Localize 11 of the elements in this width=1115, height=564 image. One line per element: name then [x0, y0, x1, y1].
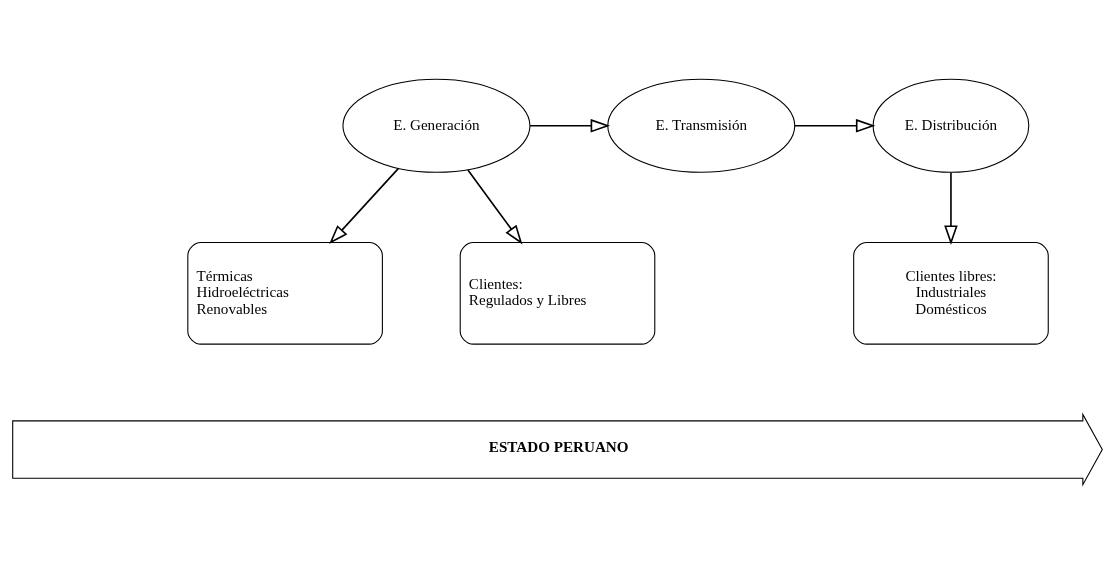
arrow — [329, 167, 400, 245]
node-box: Térmicas Hidroeléctricas Renovables — [187, 242, 383, 345]
arrow — [467, 169, 523, 245]
arrow — [529, 119, 611, 133]
node-box: Clientes libres: Industriales Domésticos — [853, 242, 1049, 345]
arrow — [794, 119, 876, 133]
node-ellipse: E. Generación — [342, 78, 531, 173]
node-box: Clientes: Regulados y Libres — [459, 242, 656, 345]
node-ellipse: E. Transmisión — [607, 78, 796, 173]
node-ellipse: E. Distribución — [872, 78, 1030, 173]
arrow — [944, 171, 958, 245]
